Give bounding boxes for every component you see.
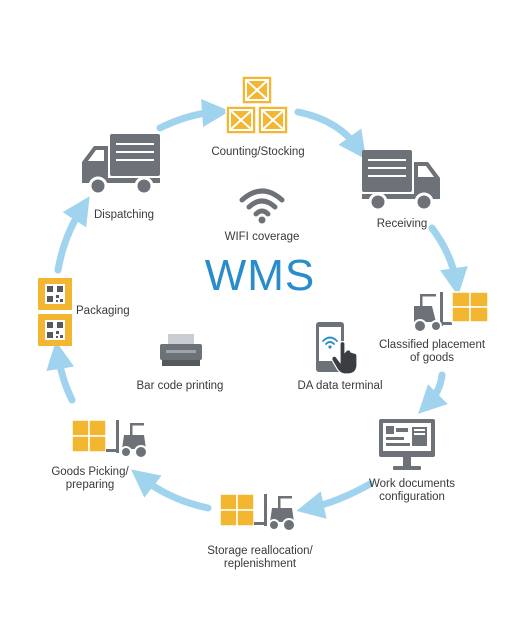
delivery-truck-icon — [362, 150, 440, 212]
step-storage-label: Storage reallocation/ replenishment — [180, 545, 340, 571]
inner-terminal-label: DA data terminal — [297, 380, 383, 392]
inner-barcode-label: Bar code printing — [136, 380, 224, 392]
arrow-classified-to-workdocs — [418, 371, 448, 414]
step-picking-line1: Goods Picking/ — [51, 466, 129, 478]
step-workdocs-line2: configuration — [379, 491, 445, 503]
center-title: WMS — [204, 251, 316, 300]
step-dispatching-label: Dispatching — [93, 209, 155, 221]
forklift-icon — [413, 291, 489, 333]
arrow-packaging-to-dispatching — [54, 196, 90, 274]
step-storage-line2: replenishment — [223, 558, 297, 570]
arrow-receiving-to-classified — [428, 224, 468, 296]
arrow-dispatching-to-counting — [156, 99, 230, 132]
handheld-terminal-icon — [316, 322, 358, 375]
step-packaging-label: Packaging — [76, 305, 130, 317]
step-storage-line1: Storage reallocation/ — [207, 545, 313, 557]
step-picking-line2: preparing — [65, 479, 115, 491]
wifi-icon — [239, 188, 285, 224]
qr-package-icon — [38, 278, 72, 346]
stacked-boxes-icon — [225, 75, 289, 135]
step-classified-line1: Classified placement — [378, 339, 486, 351]
delivery-truck-icon — [82, 134, 160, 196]
step-workdocs-label: Work documents configuration — [352, 478, 472, 504]
step-workdocs-line1: Work documents — [368, 478, 456, 490]
forklift-icon — [71, 419, 148, 459]
arrow-counting-to-receiving — [294, 108, 367, 160]
forklift-icon — [219, 493, 296, 532]
monitor-icon — [379, 419, 435, 470]
printer-icon — [160, 334, 202, 366]
step-classified-line2: of goods — [409, 352, 455, 364]
arrow-picking-to-packaging — [46, 341, 76, 404]
step-receiving-label: Receiving — [376, 218, 428, 230]
arrow-workdocs-to-storage — [296, 480, 374, 519]
step-picking-label: Goods Picking/ preparing — [30, 466, 150, 492]
inner-wifi-label: WIFI coverage — [224, 231, 300, 243]
step-classified-label: Classified placement of goods — [362, 339, 502, 365]
arrow-storage-to-picking — [130, 469, 212, 512]
step-counting-label: Counting/Stocking — [211, 146, 305, 158]
